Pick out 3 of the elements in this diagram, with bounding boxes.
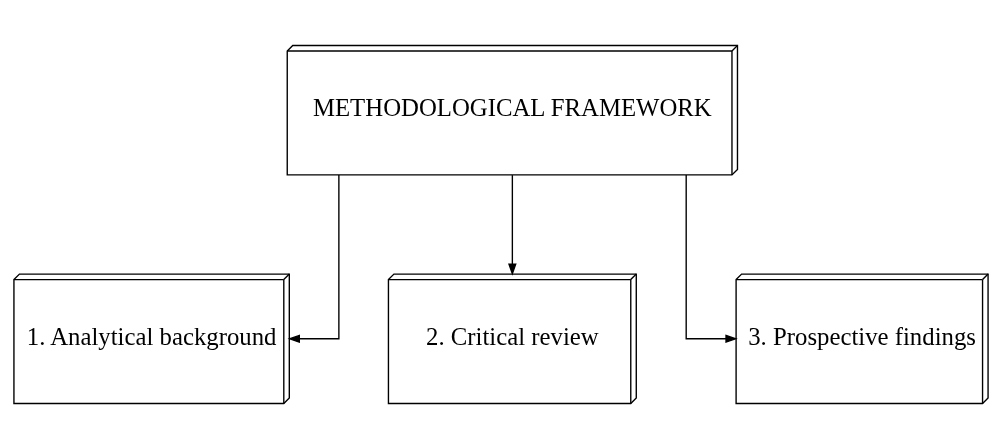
arrow [508, 173, 517, 276]
arrow [287, 173, 340, 343]
arrow [685, 173, 738, 343]
